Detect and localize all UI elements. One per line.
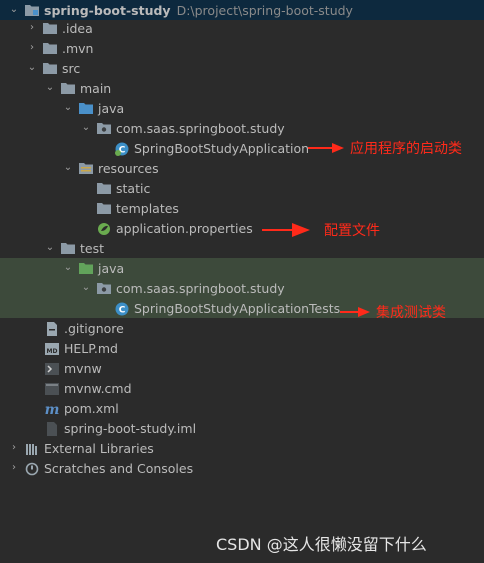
tree-label: resources: [98, 160, 159, 176]
tree-label: templates: [116, 200, 179, 216]
folder-icon: [42, 21, 58, 35]
project-name: spring-boot-study: [44, 2, 171, 18]
tree-row-main-java[interactable]: ⌄ java: [0, 98, 484, 118]
red-arrow-icon: [340, 307, 370, 317]
resources-folder-icon: [78, 161, 94, 175]
tree-row-external-libraries[interactable]: › External Libraries: [0, 438, 484, 458]
shell-script-icon: [44, 361, 60, 375]
svg-text:C: C: [119, 306, 126, 316]
folder-icon: [96, 201, 112, 215]
tree-label: SpringBootStudyApplicationTests: [134, 300, 341, 316]
folder-icon: [96, 181, 112, 195]
chevron-right-icon[interactable]: ›: [12, 462, 16, 473]
folder-icon: [42, 61, 58, 75]
annotation-test-class: 集成测试类: [340, 301, 446, 323]
tree-row-project-root[interactable]: ⌄ spring-boot-study D:\project\spring-bo…: [0, 0, 484, 20]
folder-icon: [60, 241, 76, 255]
tree-label: HELP.md: [64, 340, 118, 356]
project-path: D:\project\spring-boot-study: [176, 2, 353, 18]
annotation-app-start: 应用程序的启动类: [308, 137, 462, 159]
tree-row-test[interactable]: ⌄ test: [0, 238, 484, 258]
tree-label: spring-boot-study.iml: [64, 420, 197, 436]
tree-label: test: [80, 240, 105, 256]
svg-text:m: m: [45, 402, 60, 417]
package-icon: [96, 121, 112, 135]
tree-label: pom.xml: [64, 400, 119, 416]
tree-row-test-java[interactable]: ⌄ java: [0, 258, 484, 278]
tree-row-main[interactable]: ⌄ main: [0, 78, 484, 98]
spring-properties-icon: [96, 221, 112, 235]
cmd-file-icon: [44, 381, 60, 395]
tree-row-iml[interactable]: spring-boot-study.iml: [0, 418, 484, 438]
chevron-down-icon[interactable]: ⌄: [45, 82, 55, 93]
tree-label: main: [80, 80, 112, 96]
tree-row-templates[interactable]: templates: [0, 198, 484, 218]
svg-text:C: C: [119, 146, 126, 156]
annotation-text: 集成测试类: [376, 305, 446, 321]
tree-row-test-package[interactable]: ⌄ com.saas.springboot.study: [0, 278, 484, 298]
test-folder-icon: [78, 261, 94, 275]
chevron-down-icon[interactable]: ⌄: [45, 242, 55, 253]
markdown-file-icon: MD: [44, 341, 60, 355]
annotation-text: 配置文件: [324, 223, 380, 239]
tree-label: Scratches and Consoles: [44, 460, 194, 476]
tree-row-main-package[interactable]: ⌄ com.saas.springboot.study: [0, 118, 484, 138]
tree-row-resources[interactable]: ⌄ resources: [0, 158, 484, 178]
red-arrow-icon: [308, 143, 344, 153]
chevron-down-icon[interactable]: ⌄: [9, 4, 19, 15]
chevron-right-icon[interactable]: ›: [30, 42, 34, 53]
chevron-down-icon[interactable]: ⌄: [27, 62, 37, 73]
chevron-down-icon[interactable]: ⌄: [63, 162, 73, 173]
tree-row-pom[interactable]: m pom.xml: [0, 398, 484, 418]
scratches-icon: [24, 461, 40, 476]
tree-row-mvn[interactable]: › .mvn: [0, 38, 484, 58]
tree-label: static: [116, 180, 151, 196]
spring-class-icon: C: [114, 141, 130, 156]
tree-label: com.saas.springboot.study: [116, 120, 285, 136]
annotation-text: 应用程序的启动类: [350, 141, 462, 157]
module-file-icon: [44, 421, 60, 436]
tree-label: .idea: [62, 20, 93, 36]
red-arrow-icon: [262, 223, 310, 237]
gitignore-file-icon: [44, 321, 60, 336]
maven-icon: m: [44, 401, 60, 417]
test-class-icon: C: [114, 301, 130, 316]
chevron-down-icon[interactable]: ⌄: [81, 122, 91, 133]
chevron-down-icon[interactable]: ⌄: [81, 282, 91, 293]
tree-label: mvnw: [64, 360, 102, 376]
tree-row-idea[interactable]: › .idea: [0, 18, 484, 38]
library-icon: [24, 441, 40, 455]
tree-label: src: [62, 60, 81, 76]
tree-label: com.saas.springboot.study: [116, 280, 285, 296]
tree-label: mvnw.cmd: [64, 380, 132, 396]
annotation-config: 配置文件: [262, 219, 380, 241]
chevron-right-icon[interactable]: ›: [12, 442, 16, 453]
chevron-right-icon[interactable]: ›: [30, 22, 34, 33]
watermark: CSDN @这人很懒没留下什么: [216, 535, 427, 554]
tree-label: application.properties: [116, 220, 253, 236]
package-icon: [96, 281, 112, 295]
project-folder-icon: [24, 3, 40, 17]
tree-row-scratches[interactable]: › Scratches and Consoles: [0, 458, 484, 478]
tree-row-src[interactable]: ⌄ src: [0, 58, 484, 78]
tree-row-gitignore[interactable]: .gitignore: [0, 318, 484, 338]
tree-label: java: [98, 260, 125, 276]
tree-row-help-md[interactable]: MD HELP.md: [0, 338, 484, 358]
tree-label: External Libraries: [44, 440, 154, 456]
tree-row-app-properties[interactable]: application.properties: [0, 218, 484, 238]
source-folder-icon: [78, 101, 94, 115]
tree-row-static[interactable]: static: [0, 178, 484, 198]
tree-label: SpringBootStudyApplication: [134, 140, 310, 156]
tree-label: .gitignore: [64, 320, 124, 336]
chevron-down-icon[interactable]: ⌄: [63, 102, 73, 113]
folder-icon: [60, 81, 76, 95]
tree-label: java: [98, 100, 125, 116]
tree-row-app-class[interactable]: C SpringBootStudyApplication: [0, 138, 484, 158]
svg-text:MD: MD: [47, 348, 58, 355]
tree-row-mvnw[interactable]: mvnw: [0, 358, 484, 378]
tree-label: .mvn: [62, 40, 94, 56]
chevron-down-icon[interactable]: ⌄: [63, 262, 73, 273]
folder-icon: [42, 41, 58, 55]
tree-row-mvnw-cmd[interactable]: mvnw.cmd: [0, 378, 484, 398]
